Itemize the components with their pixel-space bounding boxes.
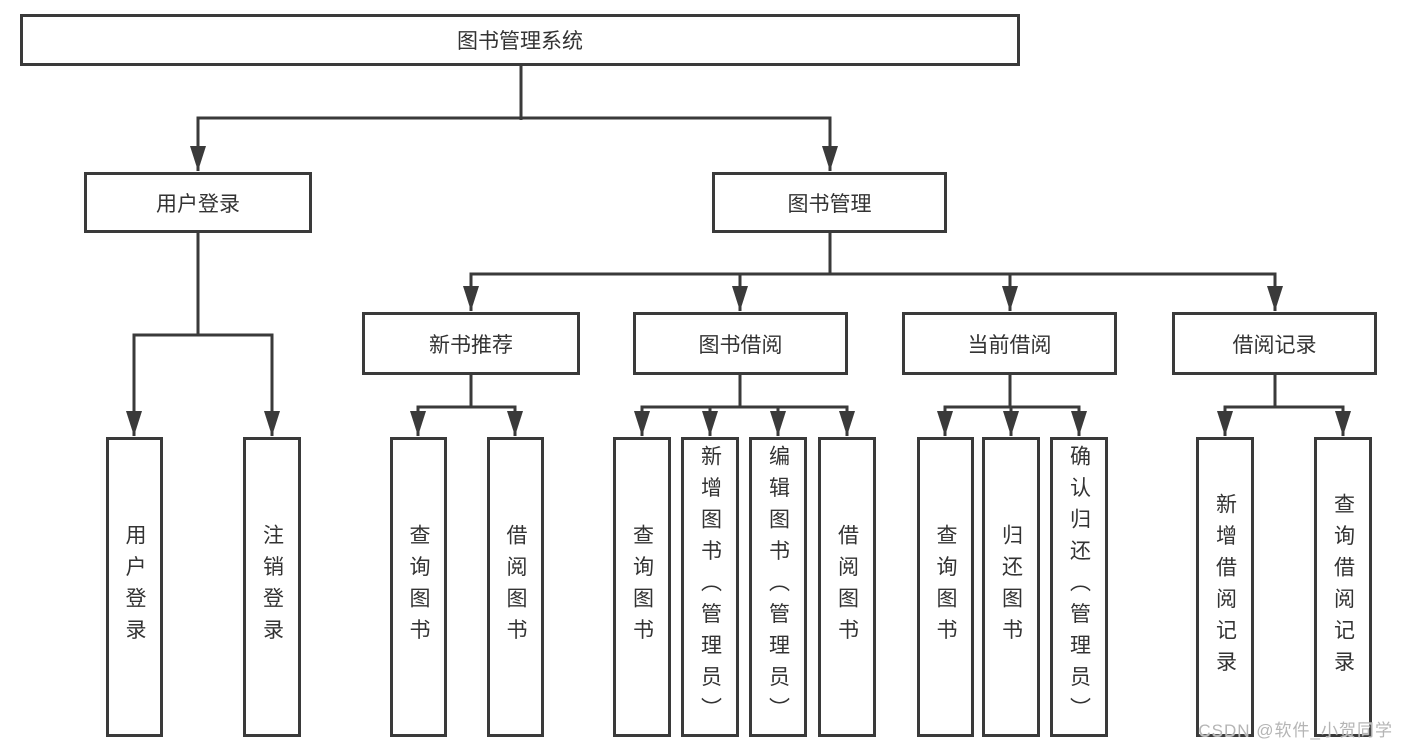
leaf-query-borrow-record: 查询借阅记录: [1314, 437, 1372, 737]
leaf-query-books-recommend-label: 查询图书: [407, 524, 430, 650]
leaf-query-books-current: 查询图书: [917, 437, 974, 737]
leaf-borrow-books-label: 借阅图书: [835, 524, 859, 650]
node-user-login: 用户登录: [84, 172, 312, 233]
node-borrowing-records: 借阅记录: [1172, 312, 1377, 375]
leaf-query-borrow-record-label: 查询借阅记录: [1331, 492, 1355, 682]
leaf-user-login: 用户登录: [106, 437, 163, 737]
node-book-management-label: 图书管理: [787, 192, 872, 216]
leaf-confirm-return-admin-label: 确认归还（管理员）: [1067, 445, 1091, 729]
node-book-management: 图书管理: [712, 172, 947, 233]
leaf-user-login-label: 用户登录: [123, 524, 146, 650]
leaf-return-book: 归还图书: [982, 437, 1040, 737]
node-current-borrowing: 当前借阅: [902, 312, 1117, 375]
node-library-system: 图书管理系统: [20, 14, 1020, 66]
node-current-borrowing-label: 当前借阅: [967, 333, 1052, 357]
leaf-add-borrow-record: 新增借阅记录: [1196, 437, 1254, 737]
csdn-watermark: CSDN @软件_小贺同学: [1198, 721, 1393, 740]
leaf-logout-label: 注销登录: [260, 524, 284, 650]
leaf-add-book-admin: 新增图书（管理员）: [681, 437, 739, 737]
node-library-system-label: 图书管理系统: [457, 30, 583, 53]
leaf-borrow-books: 借阅图书: [818, 437, 876, 737]
leaf-add-borrow-record-label: 新增借阅记录: [1213, 492, 1237, 682]
leaf-borrow-books-recommend-label: 借阅图书: [504, 524, 527, 650]
leaf-query-books-borrowing-label: 查询图书: [630, 524, 654, 650]
leaf-query-books-current-label: 查询图书: [934, 524, 957, 650]
leaf-logout: 注销登录: [243, 437, 301, 737]
leaf-edit-book-admin: 编辑图书（管理员）: [749, 437, 807, 737]
leaf-query-books-recommend: 查询图书: [390, 437, 447, 737]
node-new-book-recommendation-label: 新书推荐: [429, 333, 513, 357]
node-user-login-label: 用户登录: [156, 192, 240, 216]
leaf-return-book-label: 归还图书: [999, 524, 1023, 650]
node-book-borrowing: 图书借阅: [633, 312, 848, 375]
leaf-edit-book-admin-label: 编辑图书（管理员）: [766, 445, 790, 729]
leaf-confirm-return-admin: 确认归还（管理员）: [1050, 437, 1108, 737]
leaf-add-book-admin-label: 新增图书（管理员）: [698, 445, 722, 729]
node-book-borrowing-label: 图书借阅: [698, 333, 783, 357]
leaf-borrow-books-recommend: 借阅图书: [487, 437, 544, 737]
leaf-query-books-borrowing: 查询图书: [613, 437, 671, 737]
node-new-book-recommendation: 新书推荐: [362, 312, 580, 375]
node-borrowing-records-label: 借阅记录: [1232, 333, 1317, 357]
